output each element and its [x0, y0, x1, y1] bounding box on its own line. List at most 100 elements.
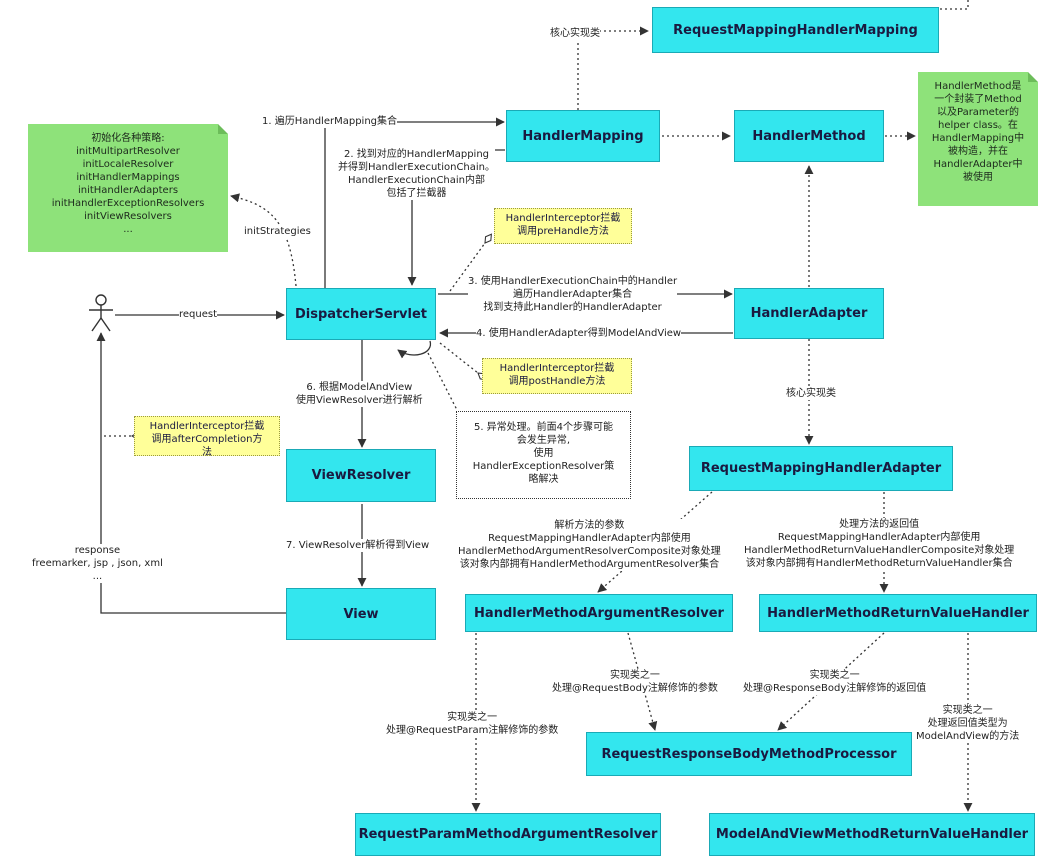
step2-label: 2. 找到对应的HandlerMapping 并得到HandlerExecuti…	[338, 148, 496, 200]
handler-method-box: HandlerMethod	[734, 110, 884, 162]
note-line: initMultipartResolver	[76, 146, 180, 157]
label-line: 处理@RequestBody注解修饰的参数	[552, 683, 718, 694]
impl-response-body-label: 实现类之一 处理@ResponseBody注解修饰的返回值	[743, 669, 927, 695]
response-label: response freemarker, jsp , json, xml ...	[32, 544, 163, 583]
handler-method-note: HandlerMethod是 一个封装了Method 以及Parameter的 …	[918, 72, 1038, 206]
label-line: 处理返回值类型为	[927, 718, 1008, 729]
step1-arrow	[324, 117, 505, 288]
label-line: 2. 找到对应的HandlerMapping	[344, 149, 490, 160]
step6-label: 6. 根据ModelAndView 使用ViewResolver进行解析	[296, 381, 423, 407]
note-line: HandlerAdapter中	[933, 159, 1023, 170]
request-label: request	[179, 308, 218, 321]
label-line: HandlerExecutionChain内部	[348, 175, 486, 186]
post-handle-note: HandlerInterceptor拦截 调用postHandle方法	[482, 358, 632, 394]
label-line: 该对象内部拥有HandlerMethodArgumentResolver集合	[459, 559, 720, 570]
note-line: 一个封装了Method	[934, 94, 1022, 105]
response-arrow	[96, 332, 286, 614]
impl-request-body-label: 实现类之一 处理@RequestBody注解修饰的参数	[552, 669, 718, 695]
request-mapping-handler-adapter-box: RequestMappingHandlerAdapter	[689, 446, 953, 491]
model-and-view-method-return-value-handler-box: ModelAndViewMethodReturnValueHandler	[709, 813, 1035, 856]
label-line: 处理方法的返回值	[839, 519, 920, 530]
handler-adapter-box: HandlerAdapter	[734, 288, 884, 339]
note-line: 初始化各种策略:	[91, 133, 165, 144]
note-line: 以及Parameter的	[936, 107, 1020, 118]
note-line: ...	[123, 224, 133, 235]
view-resolver-box: ViewResolver	[286, 449, 436, 502]
note-fold	[218, 124, 228, 134]
note-line: initHandlerAdapters	[77, 185, 179, 196]
note-line: initHandlerExceptionResolvers	[51, 198, 205, 209]
self-loop	[397, 340, 431, 359]
note-line: initLocaleResolver	[82, 159, 174, 170]
pre-handle-note: HandlerInterceptor拦截 调用preHandle方法	[494, 208, 632, 244]
note-line: helper class。在	[938, 120, 1018, 131]
init-strategies-label: initStrategies	[244, 225, 311, 238]
user-actor-icon	[89, 294, 113, 332]
label-line: 使用ViewResolver进行解析	[296, 395, 423, 406]
label-line: ...	[92, 571, 103, 582]
label-line: 实现类之一	[942, 705, 993, 716]
step4-label: 4. 使用HandlerAdapter得到ModelAndView	[476, 327, 682, 340]
note-line: 调用afterCompletion方	[151, 434, 263, 445]
note-line: HandlerExceptionResolver策	[472, 461, 615, 472]
step7-label: 7. ViewResolver解析得到View	[286, 539, 430, 552]
init-strategies-note: 初始化各种策略: initMultipartResolver initLocal…	[28, 124, 228, 252]
request-param-method-argument-resolver-box: RequestParamMethodArgumentResolver	[355, 813, 661, 856]
step1-label: 1. 遍历HandlerMapping集合	[262, 115, 398, 128]
exception-note: 5. 异常处理。前面4个步骤可能 会发生异常, 使用 HandlerExcept…	[456, 411, 631, 499]
request-mapping-handler-mapping-box: RequestMappingHandlerMapping	[652, 7, 939, 53]
after-completion-note: HandlerInterceptor拦截 调用afterCompletion方 …	[134, 416, 280, 458]
exception-connector	[427, 352, 458, 411]
label-line: RequestMappingHandlerAdapter内部使用	[488, 533, 691, 544]
label-line: 3. 使用HandlerExecutionChain中的Handler	[468, 276, 678, 287]
dispatcher-servlet-box: DispatcherServlet	[286, 288, 436, 340]
core-impl-top-label: 核心实现类	[550, 27, 600, 40]
label-line: 实现类之一	[609, 670, 660, 681]
label-line: HandlerMethodReturnValueHandlerComposite…	[744, 545, 1015, 556]
label-line: 实现类之一	[809, 670, 860, 681]
top-offpage-line	[940, 0, 969, 10]
label-line: RequestMappingHandlerAdapter内部使用	[777, 532, 981, 543]
label-line: ModelAndView的方法	[916, 731, 1020, 742]
note-line: 会发生异常,	[516, 435, 571, 446]
note-line: 被使用	[963, 172, 993, 183]
note-line: 5. 异常处理。前面4个步骤可能	[473, 422, 614, 433]
label-line: 包括了拦截器	[386, 188, 447, 199]
step3-label: 3. 使用HandlerExecutionChain中的Handler 遍历Ha…	[468, 275, 678, 314]
impl-request-param-label: 实现类之一 处理@RequestParam注解修饰的参数	[386, 711, 559, 737]
note-line: 略解决	[528, 474, 559, 485]
note-line: HandlerInterceptor拦截	[505, 213, 621, 224]
label-line: 遍历HandlerAdapter集合	[513, 289, 633, 300]
argument-parse-label: 解析方法的参数 RequestMappingHandlerAdapter内部使用…	[458, 519, 721, 571]
label-line: 找到支持此Handler的HandlerAdapter	[483, 302, 662, 313]
note-line: HandlerMapping中	[931, 133, 1025, 144]
note-fold	[1028, 72, 1038, 82]
label-line: 该对象内部拥有HandlerMethodReturnValueHandler集合	[745, 558, 1013, 569]
request-response-body-method-processor-box: RequestResponseBodyMethodProcessor	[586, 732, 912, 776]
note-line: 调用preHandle方法	[517, 226, 609, 237]
label-line: freemarker, jsp , json, xml	[32, 558, 163, 569]
note-line: HandlerInterceptor拦截	[499, 363, 615, 374]
label-line: HandlerMethodArgumentResolverComposite对象…	[458, 546, 721, 557]
view-box: View	[286, 588, 436, 640]
core-impl-mid-label: 核心实现类	[786, 387, 836, 400]
note-line: 法	[202, 447, 212, 458]
handler-method-argument-resolver-box: HandlerMethodArgumentResolver	[465, 594, 733, 632]
init-strategies-arrow	[230, 193, 297, 287]
note-line: 使用	[533, 448, 554, 459]
return-value-handle-label: 处理方法的返回值 RequestMappingHandlerAdapter内部使…	[744, 518, 1015, 570]
label-line: 处理@ResponseBody注解修饰的返回值	[743, 683, 927, 694]
label-line: 6. 根据ModelAndView	[306, 382, 413, 393]
handler-mapping-box: HandlerMapping	[506, 110, 660, 162]
core-impl-top-arrow	[577, 26, 649, 110]
note-line: 被构造，并在	[948, 146, 1008, 157]
note-line: 调用postHandle方法	[508, 376, 606, 387]
label-line: 处理@RequestParam注解修饰的参数	[386, 725, 559, 736]
label-line: response	[74, 545, 121, 556]
note-line: initViewResolvers	[84, 211, 172, 222]
handler-method-return-value-handler-box: HandlerMethodReturnValueHandler	[759, 594, 1037, 632]
label-line: 实现类之一	[447, 712, 498, 723]
note-line: initHandlerMappings	[76, 172, 180, 183]
label-line: 解析方法的参数	[554, 520, 625, 531]
